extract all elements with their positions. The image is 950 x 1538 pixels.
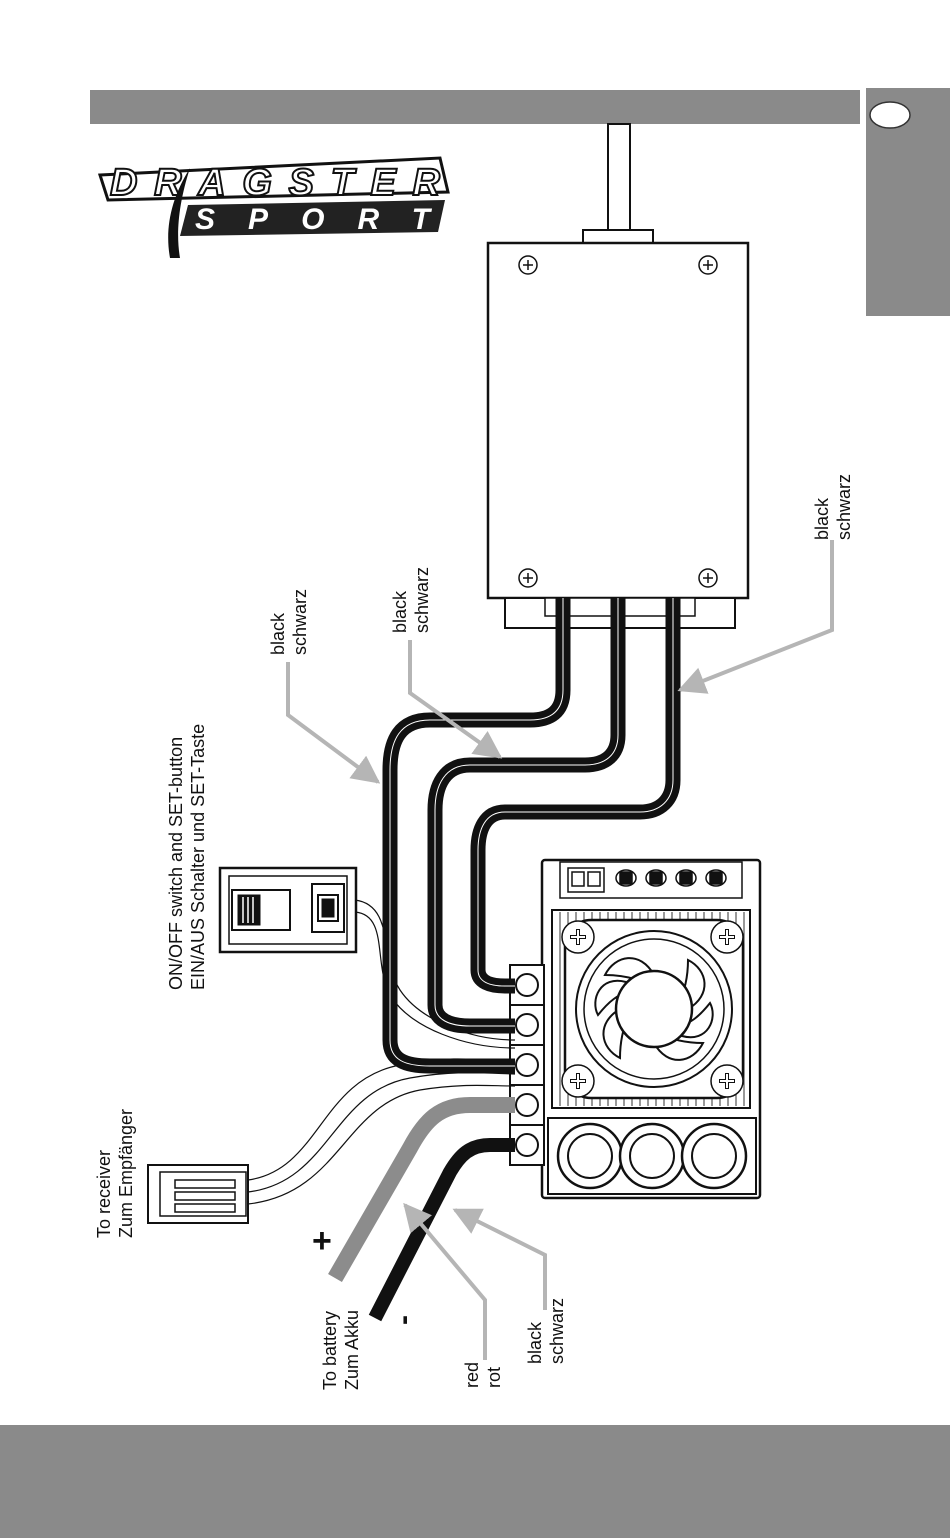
esc-wire-terminals <box>510 965 544 1165</box>
svg-text:To receiver: To receiver <box>94 1150 114 1238</box>
label-battery: To battery Zum Akku <box>320 1310 362 1390</box>
bottom-band <box>0 1425 950 1538</box>
label-motor-wire-middle: black schwarz <box>390 567 432 633</box>
svg-text:black: black <box>812 497 832 540</box>
battery-wire-red <box>335 1105 515 1278</box>
svg-text:EIN/AUS Schalter und SET-Taste: EIN/AUS Schalter und SET-Taste <box>188 724 208 990</box>
svg-text:schwarz: schwarz <box>834 474 854 540</box>
plus-sign: + <box>312 1222 332 1260</box>
esc-fan <box>562 920 743 1098</box>
label-battery-red: red rot <box>462 1362 504 1388</box>
top-band <box>90 90 860 124</box>
dragster-sport-logo: DRAGSTER SPORT <box>100 158 448 258</box>
svg-text:Zum Empfänger: Zum Empfänger <box>116 1109 136 1238</box>
switch-box <box>220 868 356 952</box>
svg-text:schwarz: schwarz <box>547 1298 567 1364</box>
motor-body <box>488 243 748 598</box>
svg-text:black: black <box>390 590 410 633</box>
svg-text:schwarz: schwarz <box>290 589 310 655</box>
label-motor-wire-left: black schwarz <box>268 589 310 655</box>
svg-text:schwarz: schwarz <box>412 567 432 633</box>
svg-text:rot: rot <box>484 1367 504 1388</box>
svg-text:To battery: To battery <box>320 1311 340 1390</box>
esc-capacitors <box>548 1118 756 1194</box>
svg-text:Zum Akku: Zum Akku <box>342 1310 362 1390</box>
svg-text:ON/OFF switch and SET-button: ON/OFF switch and SET-button <box>166 737 186 990</box>
label-motor-wire-right: black schwarz <box>812 474 854 540</box>
receiver-plug <box>148 1165 248 1223</box>
minus-sign: - <box>387 1315 420 1325</box>
motor-shaft <box>608 124 630 234</box>
side-tab-oval <box>870 102 910 128</box>
svg-text:black: black <box>268 612 288 655</box>
svg-text:red: red <box>462 1362 482 1388</box>
label-receiver: To receiver Zum Empfänger <box>94 1109 136 1238</box>
label-switch: ON/OFF switch and SET-button EIN/AUS Sch… <box>166 724 208 990</box>
svg-text:black: black <box>525 1321 545 1364</box>
